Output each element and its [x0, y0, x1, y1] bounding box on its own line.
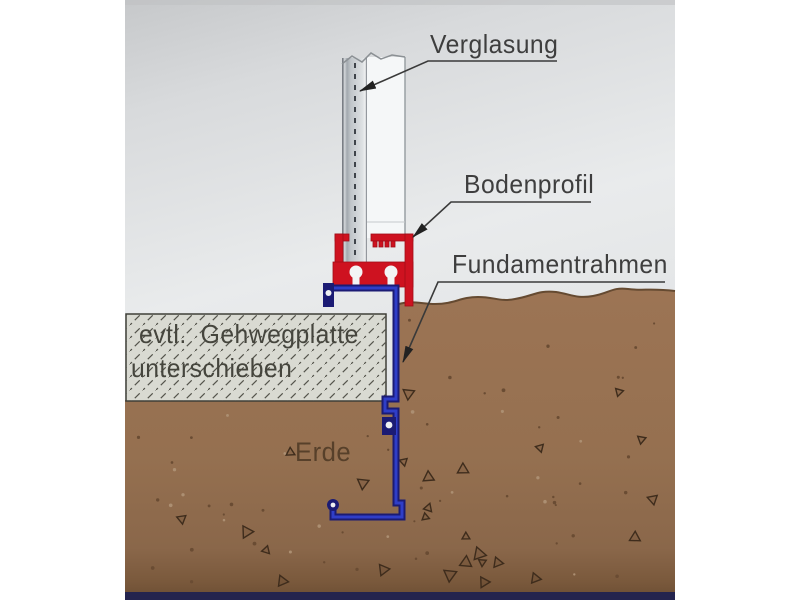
label-floor-profile: Bodenprofil — [464, 169, 595, 199]
leader-fundamentrahmen — [402, 281, 665, 363]
floor-profile-screw-channels — [349, 265, 398, 287]
floor-profile-shape — [332, 233, 414, 307]
top-edge-shade — [125, 0, 675, 5]
bottom-edge-strip — [125, 592, 675, 600]
foundation-frame-shape — [323, 283, 406, 521]
soil-area — [125, 288, 675, 594]
soil-texture — [136, 318, 659, 589]
label-paving-slab-line1: evtl. Gehwegplatte — [139, 319, 359, 349]
frame-panel — [367, 57, 405, 238]
soil-top-edge — [392, 287, 676, 307]
paving-slab — [125, 313, 387, 402]
label-paving-slab-line2: unterschieben — [131, 353, 293, 383]
break-line — [341, 52, 406, 65]
label-foundation-frame: Fundamentrahmen — [452, 249, 668, 279]
label-soil: Erde — [295, 437, 352, 467]
label-glazing: Verglasung — [430, 29, 559, 59]
leader-bodenprofil — [412, 201, 591, 238]
leader-verglasung — [359, 60, 557, 92]
leader-lines — [359, 60, 665, 363]
